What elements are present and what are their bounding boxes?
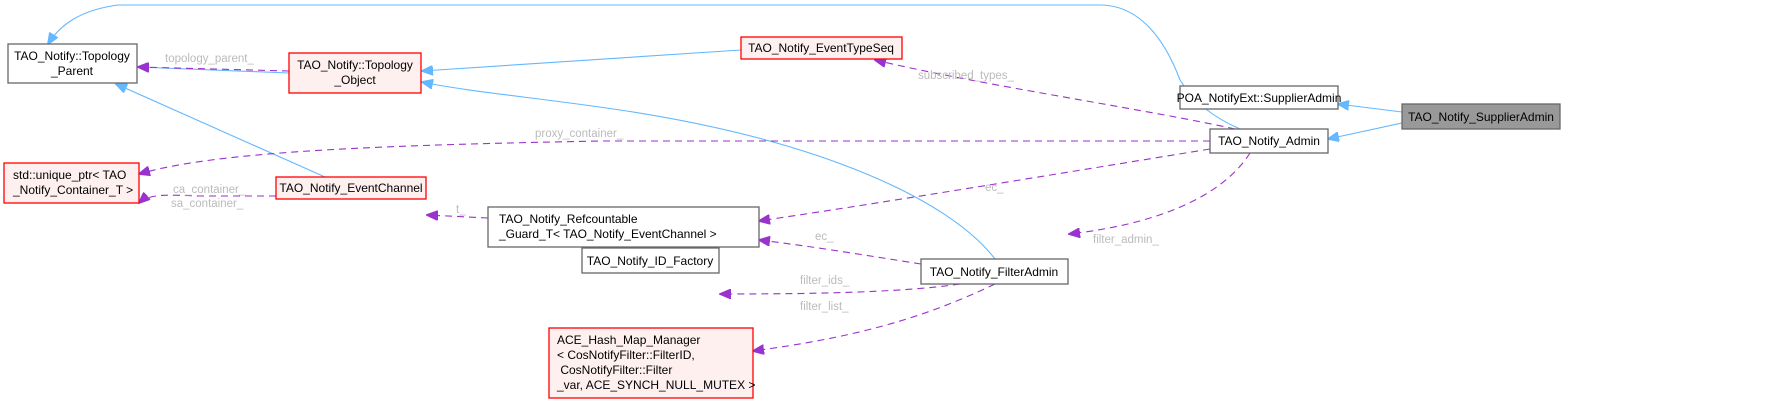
svg-text:TAO_Notify_SupplierAdmin: TAO_Notify_SupplierAdmin	[1408, 110, 1554, 124]
node-supplier-admin[interactable]: TAO_Notify_SupplierAdmin	[1401, 103, 1561, 130]
edge-t	[427, 215, 489, 218]
svg-text:_Guard_T< TAO_Notify_EventChan: _Guard_T< TAO_Notify_EventChannel >	[498, 227, 717, 241]
edge-label-ca-container: ca_container_	[173, 184, 246, 196]
node-event-type-seq[interactable]: TAO_Notify_EventTypeSeq	[740, 36, 903, 60]
edge-label-ec-filter: ec_	[815, 231, 834, 243]
edge-label-filter-ids: filter_ids_	[800, 275, 850, 287]
svg-text:TAO_Notify_Admin: TAO_Notify_Admin	[1218, 134, 1320, 148]
edge-filteradmin-to-topology-object	[422, 82, 996, 260]
edge-topology-parent-usage	[138, 67, 290, 71]
edge-label-filter-admin: filter_admin_	[1093, 234, 1159, 246]
svg-text:TAO_Notify_FilterAdmin: TAO_Notify_FilterAdmin	[930, 265, 1058, 279]
edge-topology-object-to-topology-parent	[138, 67, 290, 74]
node-filter-admin[interactable]: TAO_Notify_FilterAdmin	[920, 258, 1069, 285]
edge-ec-filteradmin	[759, 240, 922, 265]
node-refcountable-guard[interactable]: TAO_Notify_Refcountable _Guard_T< TAO_No…	[487, 206, 760, 248]
svg-text:TAO_Notify_EventTypeSeq: TAO_Notify_EventTypeSeq	[748, 41, 894, 55]
svg-text:_Notify_Container_T >: _Notify_Container_T >	[12, 183, 133, 197]
svg-text:_Parent: _Parent	[50, 64, 94, 78]
edge-label-topology-parent: topology_parent_	[165, 53, 254, 65]
svg-text:TAO_Notify::Topology: TAO_Notify::Topology	[14, 49, 130, 63]
edge-ca-sa-container	[139, 195, 276, 203]
svg-text:ACE_Hash_Map_Manager: ACE_Hash_Map_Manager	[557, 333, 700, 347]
edge-label-t: t_	[456, 204, 466, 216]
svg-text:TAO_Notify_EventChannel: TAO_Notify_EventChannel	[279, 181, 422, 195]
edge-label-filter-list: filter_list_	[800, 301, 849, 313]
edge-label-ec-admin: ec_	[985, 182, 1004, 194]
edge-proxy-container	[139, 140, 1210, 174]
edge-supplieradmin-to-poa	[1338, 104, 1403, 113]
edge-label-proxy-container: proxy_container_	[535, 128, 624, 140]
svg-text:< CosNotifyFilter::FilterID,: < CosNotifyFilter::FilterID,	[557, 348, 695, 362]
node-poa-supplier-admin[interactable]: POA_NotifyExt::SupplierAdmin	[1177, 85, 1342, 110]
svg-text:TAO_Notify_ID_Factory: TAO_Notify_ID_Factory	[587, 254, 713, 268]
node-event-channel[interactable]: TAO_Notify_EventChannel	[275, 176, 427, 200]
svg-text:std::unique_ptr< TAO: std::unique_ptr< TAO	[13, 168, 126, 182]
edge-label-subscribed-types: subscribed_types_	[918, 70, 1014, 82]
node-topology-parent[interactable]: TAO_Notify::Topology _Parent	[7, 43, 138, 84]
edge-subscribed-types	[875, 60, 1236, 130]
svg-text:_var, ACE_SYNCH_NULL_MUTEX >: _var, ACE_SYNCH_NULL_MUTEX >	[556, 378, 755, 392]
edge-ec-admin	[759, 148, 1211, 221]
svg-text:TAO_Notify::Topology: TAO_Notify::Topology	[297, 58, 413, 72]
node-id-factory[interactable]: TAO_Notify_ID_Factory	[581, 247, 720, 274]
edge-filter-list	[753, 283, 996, 351]
edge-supplieradmin-to-admin	[1328, 122, 1403, 139]
node-unique-ptr[interactable]: std::unique_ptr< TAO _Notify_Container_T…	[3, 162, 140, 204]
svg-text:POA_NotifyExt::SupplierAdmin: POA_NotifyExt::SupplierAdmin	[1177, 91, 1342, 105]
node-topology-object[interactable]: TAO_Notify::Topology _Object	[288, 52, 422, 94]
edge-filter-admin	[1069, 152, 1251, 234]
edge-eventchannel-to-topology-parent	[116, 84, 326, 178]
edge-filter-ids	[720, 283, 961, 294]
svg-text:TAO_Notify_Refcountable: TAO_Notify_Refcountable	[499, 212, 638, 226]
node-admin[interactable]: TAO_Notify_Admin	[1209, 128, 1329, 154]
svg-text:CosNotifyFilter::Filter: CosNotifyFilter::Filter	[557, 363, 672, 377]
edge-admin-to-topology-parent	[48, 4, 1241, 130]
edge-eventtypeseq-to-topology-object	[422, 49, 742, 71]
edge-label-sa-container: sa_container_	[171, 198, 244, 210]
node-hash-map-manager[interactable]: ACE_Hash_Map_Manager < CosNotifyFilter::…	[548, 327, 755, 399]
svg-text:_Object: _Object	[333, 73, 376, 87]
